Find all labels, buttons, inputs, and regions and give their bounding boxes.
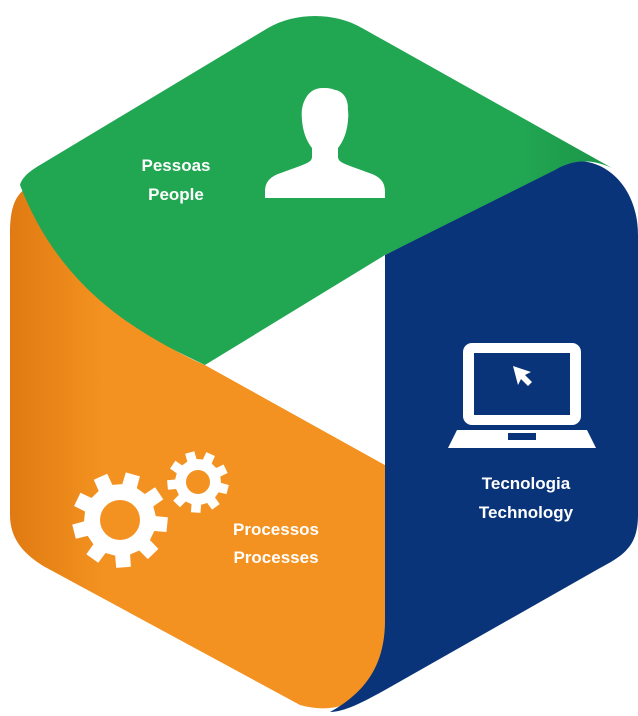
person-silhouette-icon bbox=[265, 88, 385, 198]
processes-segment bbox=[10, 180, 385, 709]
gears-icon bbox=[72, 451, 229, 568]
people-label-en: People bbox=[148, 185, 204, 204]
technology-label-en: Technology bbox=[479, 503, 574, 522]
processes-label-en: Processes bbox=[233, 548, 318, 567]
people-label-pt: Pessoas bbox=[142, 156, 211, 175]
center-area bbox=[205, 262, 385, 465]
technology-label-pt: Tecnologia bbox=[482, 474, 571, 493]
processes-label-pt: Processos bbox=[233, 520, 319, 539]
gear-hole bbox=[100, 500, 140, 540]
gear-hole bbox=[186, 470, 210, 494]
laptop-cursor-icon bbox=[448, 343, 596, 448]
